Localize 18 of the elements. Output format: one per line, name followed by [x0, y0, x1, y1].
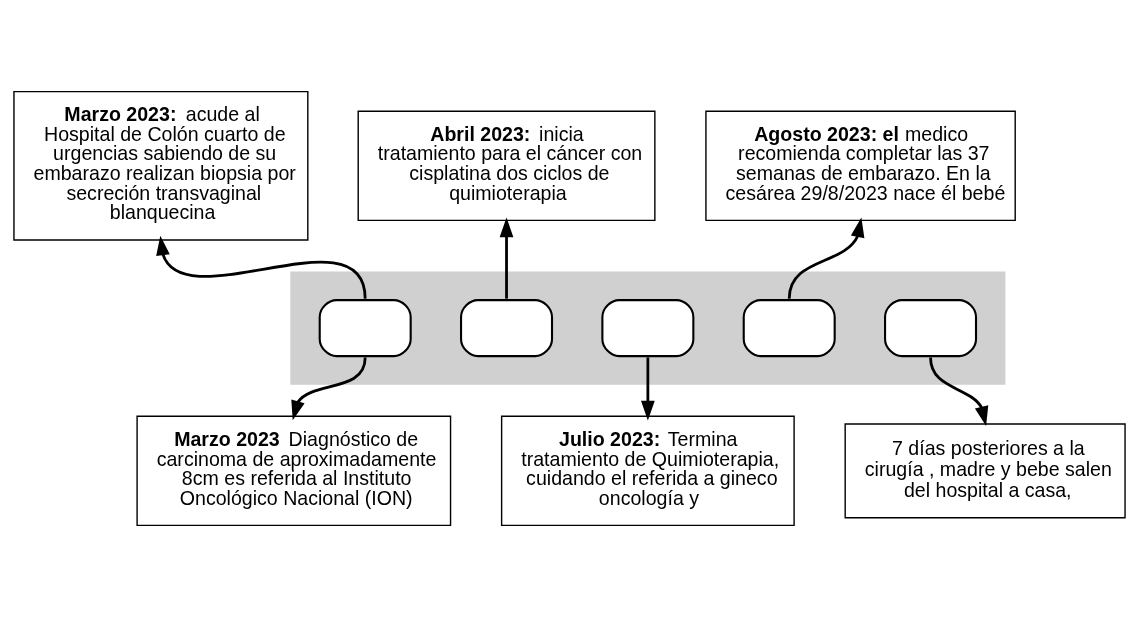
arrow [156, 235, 367, 299]
node-box: Agosto 2023: el medico recomienda completar las 37 semanas de embarazo. En la cesárea 29/8/2023 nace él bebé [705, 110, 1016, 222]
arrow [641, 357, 655, 421]
node-box [460, 299, 554, 358]
node-box: Marzo 2023: acude al Hospital de Colón cuarto de urgencias sabiendo de su embarazo realizan biopsia por secreción transvaginal blanquecina [13, 90, 309, 241]
arrow [929, 357, 989, 426]
node-box [742, 299, 836, 358]
node-box: 7 días posteriores a la cirugía , madre y bebe salen del hospital a casa, [844, 423, 1126, 519]
arrow [787, 217, 865, 299]
node-box: Marzo 2023 Diagnóstico de carcinoma de aproximadamente 8cm es referida al Instituto Oncológico Nacional (ION) [136, 415, 452, 527]
cluster [290, 271, 1006, 385]
node-box [884, 299, 978, 358]
node-box: Abril 2023: inicia tratamiento para el cáncer con cisplatina dos ciclos de quimioterapia [357, 110, 656, 222]
arrow [499, 217, 514, 299]
arrow [291, 357, 367, 421]
node-box: Julio 2023: Termina tratamiento de Quimioterapia, cuidando el referida a gineco oncología y [500, 415, 795, 527]
node-box [601, 299, 695, 358]
node-box [318, 299, 412, 358]
